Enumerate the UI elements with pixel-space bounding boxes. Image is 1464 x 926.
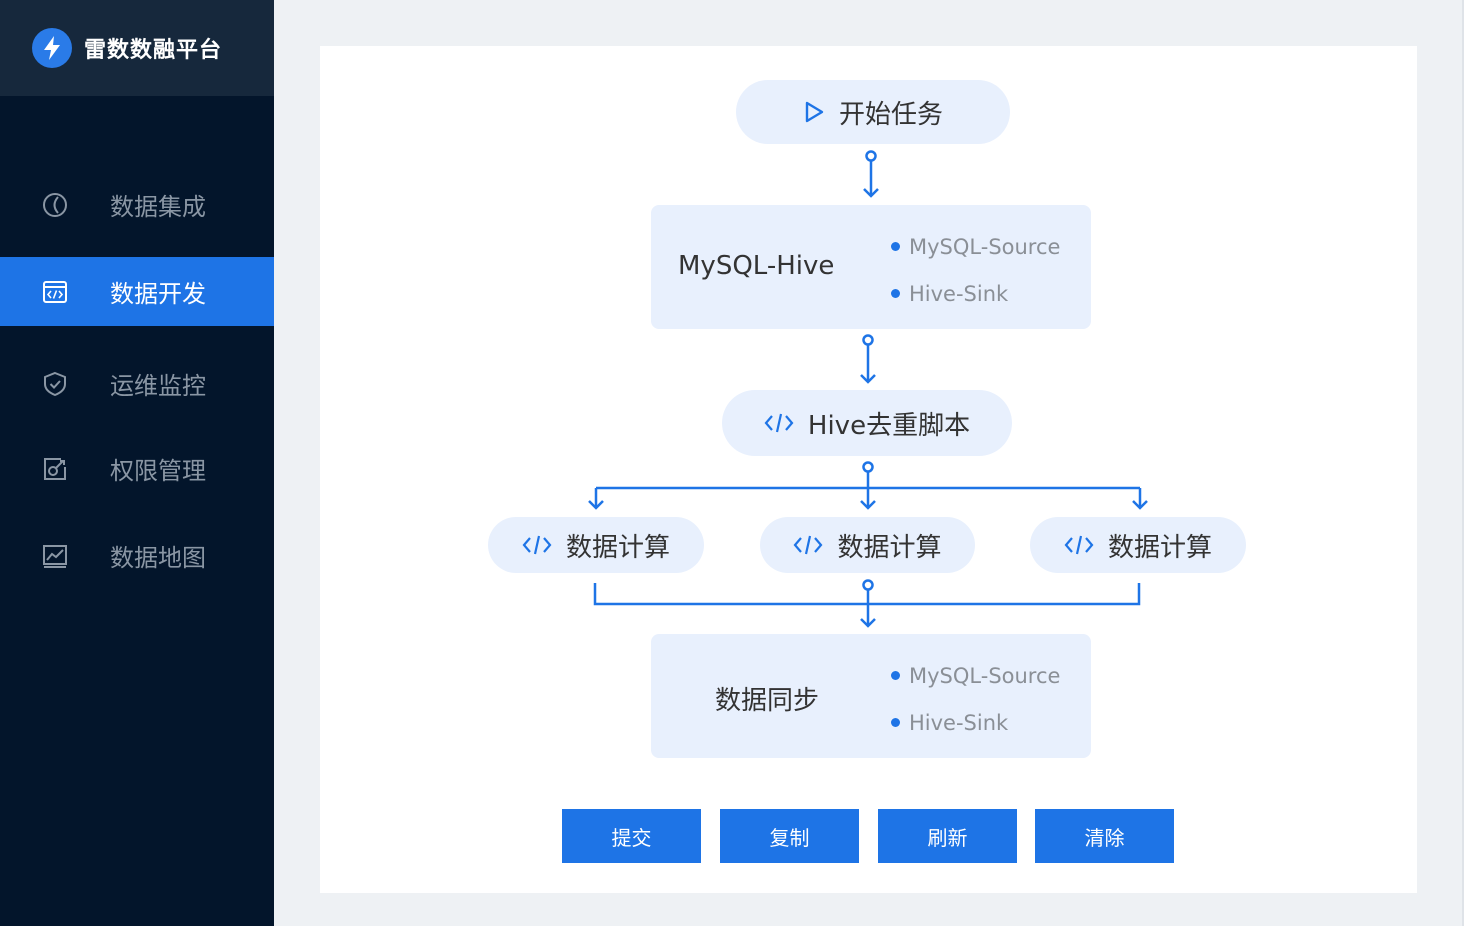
list-item: MySQL-Source — [891, 223, 1060, 270]
bullet-text: MySQL-Source — [909, 234, 1061, 259]
bullet-text: Hive-Sink — [909, 281, 1009, 306]
code-icon — [793, 534, 823, 556]
sidebar-item-label: 数据集成 — [110, 193, 206, 221]
data-sync-label: 数据同步 — [715, 686, 820, 716]
sidebar-item-label: 数据开发 — [110, 280, 206, 308]
integration-icon — [40, 190, 70, 220]
chart-map-icon — [40, 541, 70, 571]
copy-button[interactable]: 复制 — [720, 809, 859, 863]
bullet-text: Hive-Sink — [909, 710, 1009, 735]
bullet-dot — [891, 289, 900, 298]
sidebar-item-ops-monitoring[interactable]: 运维监控 — [0, 349, 274, 418]
sidebar-item-label: 权限管理 — [110, 457, 206, 485]
brand-header: 雷数数融平台 — [0, 0, 274, 96]
code-window-icon — [40, 277, 70, 307]
bullet-dot — [891, 718, 900, 727]
refresh-button[interactable]: 刷新 — [878, 809, 1017, 863]
sidebar-item-data-integration[interactable]: 数据集成 — [0, 170, 274, 239]
window-edge — [1462, 0, 1464, 926]
hive-dedup-label: Hive去重脚本 — [807, 410, 971, 441]
compute-node-3[interactable]: 数据计算 — [1030, 517, 1246, 573]
permission-icon — [40, 454, 70, 484]
code-icon — [1064, 534, 1094, 556]
compute-node-1[interactable]: 数据计算 — [488, 517, 704, 573]
start-task-label: 开始任务 — [838, 99, 943, 130]
bullet-text: MySQL-Source — [909, 663, 1061, 688]
sidebar: 雷数数融平台 数据集成 数据开发 运维监控 权限管理 数据地图 — [0, 0, 274, 926]
clear-button[interactable]: 清除 — [1035, 809, 1174, 863]
hive-dedup-node[interactable]: Hive去重脚本 — [722, 390, 1012, 456]
sidebar-item-data-development[interactable]: 数据开发 — [0, 257, 274, 326]
bullet-dot — [891, 671, 900, 680]
mysql-hive-details: MySQL-Source Hive-Sink — [891, 223, 1060, 317]
play-icon — [803, 100, 825, 124]
data-sync-details: MySQL-Source Hive-Sink — [891, 652, 1060, 746]
mysql-hive-label: MySQL-Hive — [678, 251, 835, 281]
code-icon — [764, 412, 794, 434]
lightning-icon — [32, 28, 72, 68]
compute-node-2[interactable]: 数据计算 — [760, 517, 975, 573]
mysql-hive-node[interactable]: MySQL-Hive MySQL-Source Hive-Sink — [651, 205, 1091, 329]
list-item: MySQL-Source — [891, 652, 1060, 699]
sidebar-item-label: 运维监控 — [110, 372, 206, 400]
sidebar-item-label: 数据地图 — [110, 544, 206, 572]
bullet-dot — [891, 242, 900, 251]
compute-label: 数据计算 — [565, 532, 670, 563]
data-sync-node[interactable]: 数据同步 MySQL-Source Hive-Sink — [651, 634, 1091, 758]
submit-button[interactable]: 提交 — [562, 809, 701, 863]
compute-label: 数据计算 — [1107, 532, 1212, 563]
compute-label: 数据计算 — [837, 532, 942, 563]
workflow-canvas — [320, 46, 1417, 893]
sidebar-item-permissions[interactable]: 权限管理 — [0, 434, 274, 503]
code-icon — [522, 534, 552, 556]
list-item: Hive-Sink — [891, 270, 1060, 317]
app-title: 雷数数融平台 — [84, 38, 223, 63]
sidebar-item-data-map[interactable]: 数据地图 — [0, 521, 274, 590]
start-task-node[interactable]: 开始任务 — [736, 80, 1010, 144]
list-item: Hive-Sink — [891, 699, 1060, 746]
shield-check-icon — [40, 369, 70, 399]
